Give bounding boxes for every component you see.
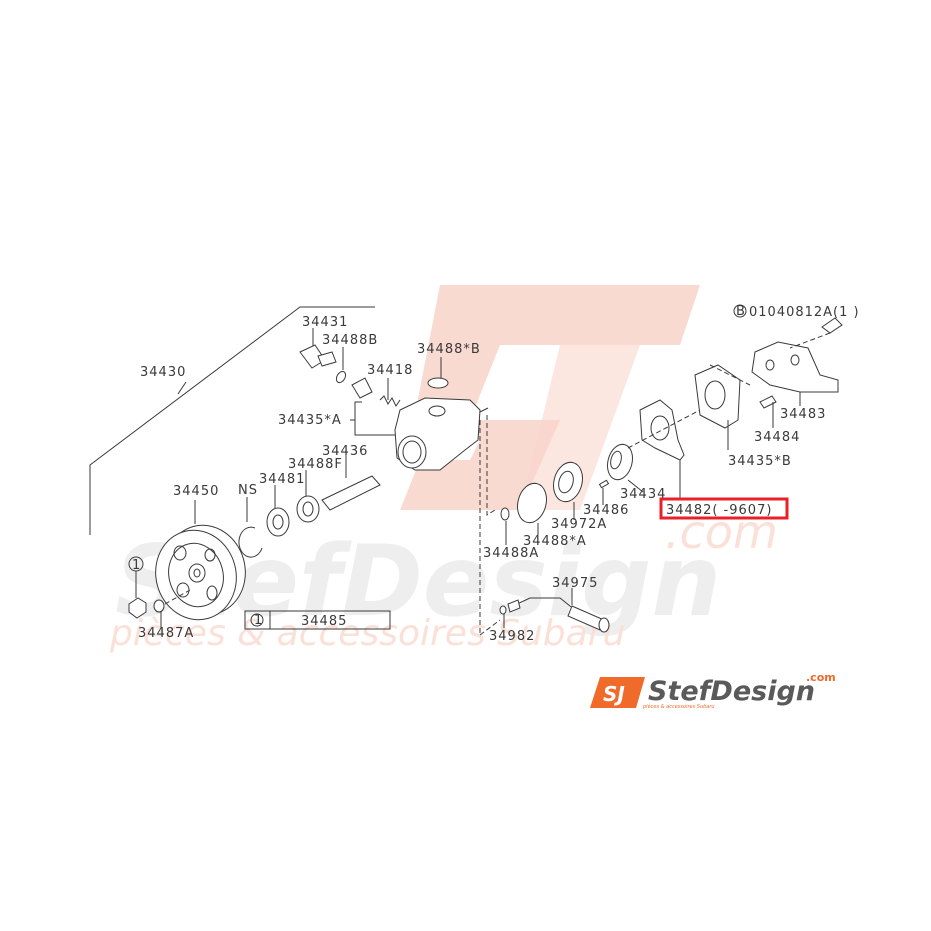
label-34975[interactable]: 34975	[552, 576, 598, 591]
part-pulley[interactable]	[146, 500, 256, 629]
label-34488f[interactable]: 34488F	[288, 457, 343, 472]
logo-mark: SJ	[603, 682, 625, 706]
logo-tagline: pièces & accessoires Subaru	[642, 703, 715, 710]
part-cover[interactable]	[694, 364, 751, 450]
part-sensor[interactable]	[507, 588, 610, 633]
part-sensor-washer[interactable]	[499, 605, 507, 628]
part-top-bolt[interactable]	[789, 317, 843, 349]
stefdesign-logo[interactable]: SJ StefDesign .com pièces & accessoires …	[590, 671, 836, 710]
part-oring-star-a[interactable]	[513, 480, 550, 535]
label-34434[interactable]: 34434	[620, 487, 666, 502]
label-34488-star-b[interactable]: 34488*B	[417, 342, 481, 357]
label-34488a[interactable]: 34488A	[483, 546, 539, 561]
bolt-circle	[733, 304, 747, 318]
dashed-guide	[479, 415, 501, 636]
label-34487a[interactable]: 34487A	[138, 626, 194, 641]
label-34435-star-a[interactable]: 34435*A	[278, 413, 342, 428]
part-nut[interactable]: 1	[128, 556, 147, 619]
part-cam-ring[interactable]	[604, 442, 644, 493]
label-01040812a[interactable]: 01040812A(1 )	[749, 305, 860, 320]
part-pump-body[interactable]	[394, 397, 489, 471]
legend-ref: 1	[254, 613, 263, 628]
watermark: StefDesign .com pièces & accessoires Sub…	[109, 285, 778, 654]
kit-a-bracket	[350, 401, 400, 436]
label-34982[interactable]: 34982	[489, 629, 535, 644]
part-labels: 34430 34431 34488B 34488*B 34418 34435*A…	[138, 304, 860, 644]
label-ns[interactable]: NS	[238, 483, 258, 498]
label-34435-star-b[interactable]: 34435*B	[728, 454, 792, 469]
part-bolt[interactable]	[759, 395, 777, 428]
part-connector[interactable]	[299, 328, 337, 369]
logo-brand: StefDesign	[648, 676, 815, 707]
part-bracket[interactable]	[751, 341, 839, 406]
label-34486[interactable]: 34486	[583, 503, 629, 518]
label-34430[interactable]: 34430	[140, 365, 186, 380]
label-34488b[interactable]: 34488B	[322, 333, 378, 348]
label-34481[interactable]: 34481	[259, 472, 305, 487]
label-34436[interactable]: 34436	[322, 444, 368, 459]
label-34418[interactable]: 34418	[367, 363, 413, 378]
svg-text:1: 1	[132, 558, 141, 573]
legend-table: 1 34485	[244, 610, 391, 630]
assembly-outline	[89, 306, 375, 535]
part-gasket[interactable]	[627, 399, 701, 500]
part-snap-ring[interactable]	[238, 497, 263, 558]
label-34488-star-a[interactable]: 34488*A	[523, 534, 587, 549]
part-oring-star-b[interactable]	[427, 357, 449, 389]
label-34483[interactable]: 34483	[780, 407, 826, 422]
part-oring-a[interactable]	[500, 507, 510, 545]
watermark-domain: .com	[665, 505, 778, 559]
svg-text:B: B	[736, 304, 746, 319]
legend-part-number[interactable]: 34485	[301, 614, 347, 629]
part-oring-f[interactable]	[296, 470, 320, 523]
part-pin[interactable]	[598, 479, 610, 505]
label-34482-highlighted[interactable]: 34482( -9607)	[666, 503, 772, 518]
highlight-box	[659, 497, 789, 520]
label-34972a[interactable]: 34972A	[551, 517, 607, 532]
label-34450[interactable]: 34450	[173, 484, 219, 499]
part-shaft[interactable]	[321, 455, 381, 511]
part-bearing[interactable]	[266, 485, 290, 537]
part-valve[interactable]	[351, 377, 401, 407]
label-34431[interactable]: 34431	[302, 315, 348, 330]
part-side-plate[interactable]	[549, 459, 586, 520]
logo-mark-icon	[590, 677, 645, 708]
part-oring-b[interactable]	[335, 347, 348, 384]
logo-domain: .com	[806, 671, 836, 684]
part-washer[interactable]	[153, 589, 191, 628]
label-34484[interactable]: 34484	[754, 430, 800, 445]
